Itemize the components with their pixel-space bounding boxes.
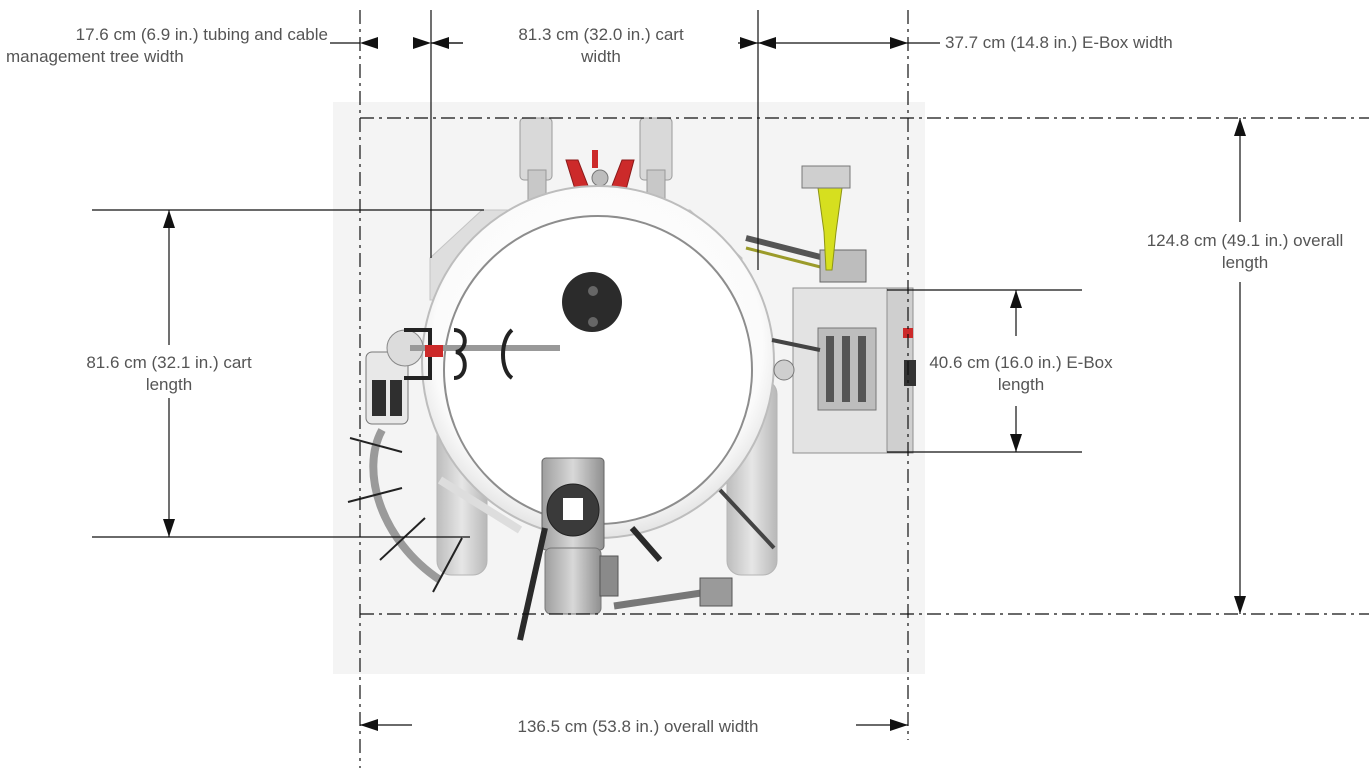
sensor-arm: [745, 165, 867, 283]
e-box: [771, 287, 916, 454]
center-port: [562, 272, 622, 332]
dimension-lines: [92, 10, 1369, 768]
arrow-width-right: [890, 719, 908, 731]
cart-length-label-line2: length: [145, 375, 193, 394]
arrow-tree-right: [413, 37, 431, 49]
overall-width-label-line1: 136.5 cm (53.8 in.) overall width: [517, 717, 759, 736]
overall-length-label-line1: 124.8 cm (49.1 in.) overall: [1146, 231, 1344, 250]
cart-length-label: 81.6 cm (32.1 in.) cart length: [40, 352, 298, 396]
ebox-width-label-line1: 37.7 cm (14.8 in.) E-Box width: [945, 33, 1173, 52]
arrow-ebox-right: [890, 37, 908, 49]
tubing-cable-tree: [347, 328, 560, 593]
tree-width-label-line1: 17.6 cm (6.9 in.) tubing and cable: [75, 25, 328, 44]
vessel: [421, 185, 775, 539]
arrow-tree-left: [360, 37, 378, 49]
arrow-cart-length-top: [163, 210, 175, 228]
cart-width-label-line1: 81.3 cm (32.0 in.) cart: [518, 25, 684, 44]
tree-width-label-line2: management tree width: [6, 47, 184, 66]
tree-width-label: 17.6 cm (6.9 in.) tubing and cable manag…: [6, 24, 328, 68]
arrow-cart-length-bottom: [163, 519, 175, 537]
arrow-width-left: [360, 719, 378, 731]
cart-width-label: 81.3 cm (32.0 in.) cart width: [468, 24, 734, 68]
motor-assembly: [437, 457, 776, 641]
ebox-width-label: 37.7 cm (14.8 in.) E-Box width: [945, 32, 1173, 54]
arrow-cart-left: [431, 37, 449, 49]
overall-length-label: 124.8 cm (49.1 in.) overall length: [1125, 230, 1365, 274]
arrow-ebox-length-bottom: [1010, 434, 1022, 452]
equipment-illustration: [333, 102, 925, 674]
ebox-length-label: 40.6 cm (16.0 in.) E-Box length: [924, 352, 1118, 396]
arrow-cart-right: [740, 37, 758, 49]
arrow-length-top: [1234, 118, 1246, 136]
cart-width-label-line2: width: [581, 47, 621, 66]
arrow-length-bottom: [1234, 596, 1246, 614]
cart-length-label-line1: 81.6 cm (32.1 in.) cart: [86, 353, 252, 372]
overall-width-label: 136.5 cm (53.8 in.) overall width: [430, 716, 846, 738]
ebox-length-label-line2: length: [997, 375, 1045, 394]
overall-length-label-line2: length: [1221, 253, 1269, 272]
ebox-length-label-line1: 40.6 cm (16.0 in.) E-Box: [929, 353, 1113, 372]
arrow-ebox-left: [758, 37, 776, 49]
arrow-ebox-length-top: [1010, 290, 1022, 308]
arrowheads: [163, 37, 1246, 731]
